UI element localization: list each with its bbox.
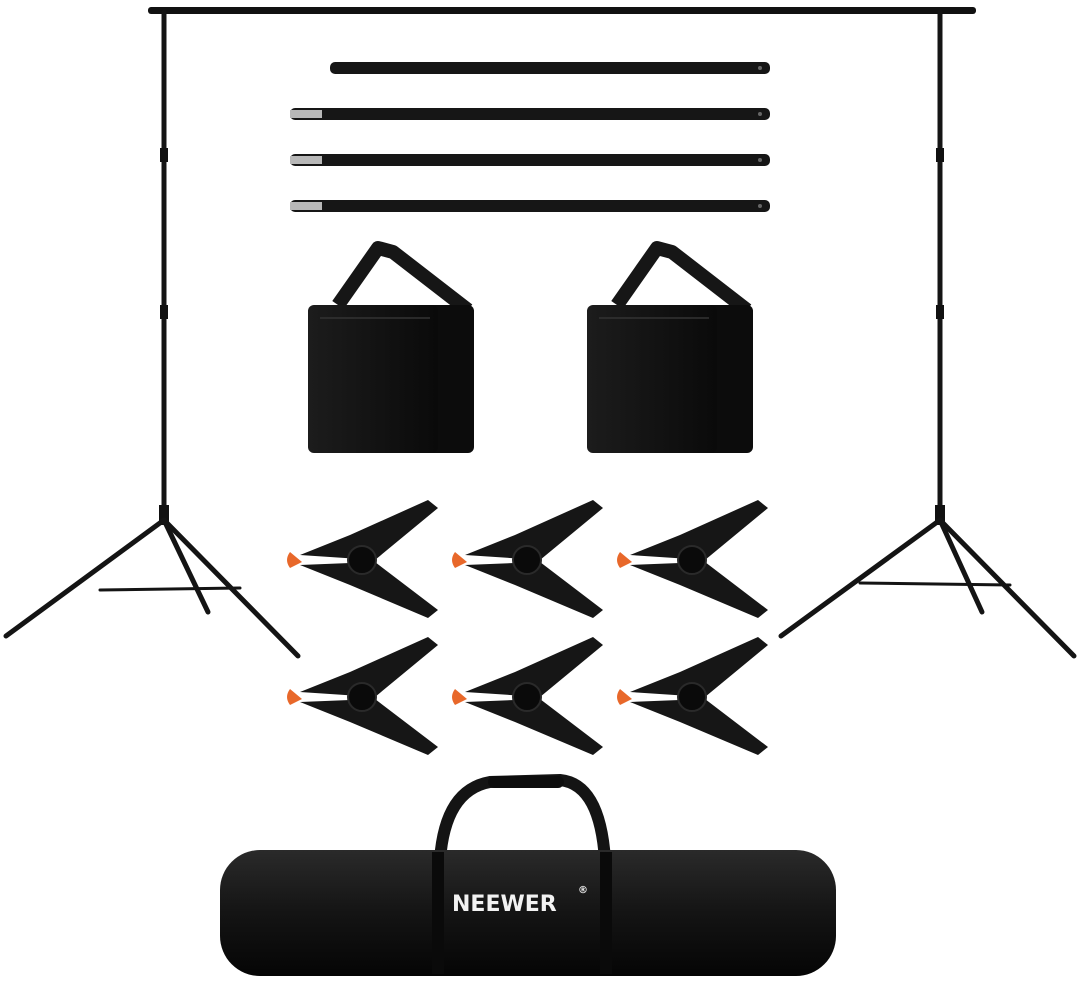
crossbar-section: [290, 200, 770, 212]
spring-clamp: [617, 637, 768, 755]
spring-clamp: [452, 637, 603, 755]
clamp-tip: [617, 552, 632, 568]
clamp-tip: [452, 689, 467, 705]
spring-clamp: [452, 500, 603, 618]
carrying-bag: NEEWER ®: [220, 773, 836, 976]
right-light-stand: [778, 9, 1077, 659]
spring-clamps: [287, 500, 768, 755]
spring-clamp: [287, 500, 438, 618]
assembled-crossbar: [148, 7, 976, 14]
sandbag: [587, 241, 753, 453]
brand-logo: NEEWER: [452, 892, 557, 917]
crossbar-section: [330, 62, 770, 74]
clamp-tip: [287, 689, 302, 705]
crossbar-section: [290, 108, 770, 120]
clamp-tip: [287, 552, 302, 568]
registered-mark: ®: [578, 885, 588, 896]
sandbag: [308, 241, 474, 453]
crossbar-sections: [290, 62, 770, 212]
left-light-stand: [3, 9, 301, 659]
spring-clamp: [617, 500, 768, 618]
spring-clamp: [287, 637, 438, 755]
clamp-tip: [617, 689, 632, 705]
sandbags: [308, 241, 753, 453]
crossbar-section: [290, 154, 770, 166]
clamp-tip: [452, 552, 467, 568]
